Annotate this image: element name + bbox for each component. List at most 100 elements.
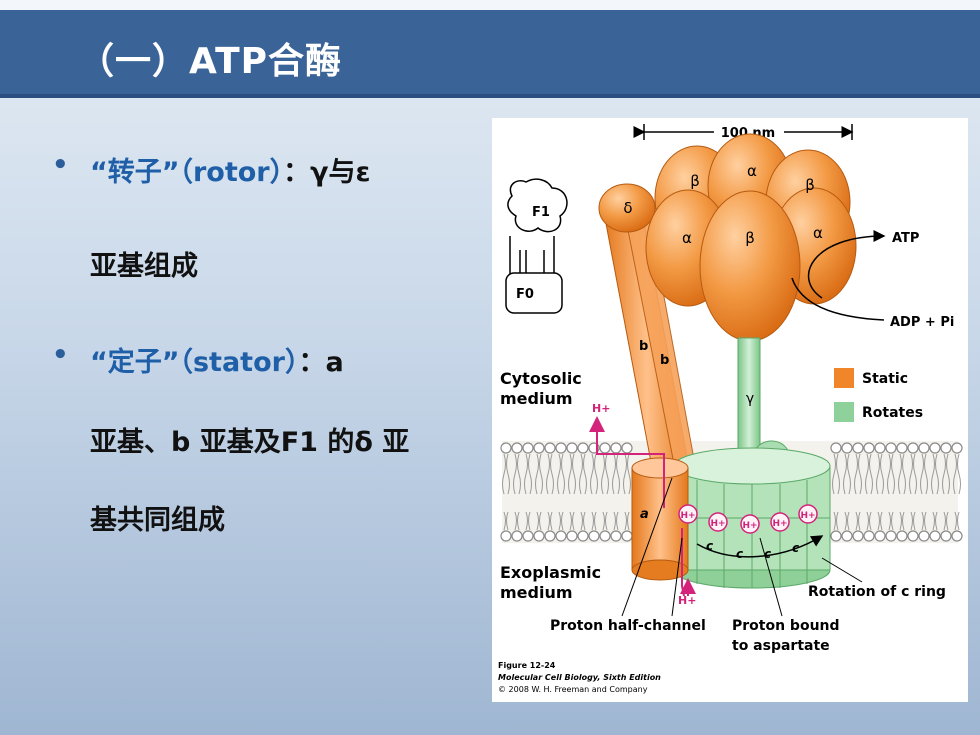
proton-top-label: H+ bbox=[592, 402, 610, 415]
lipid-head bbox=[522, 442, 534, 454]
lipid-tail bbox=[502, 453, 510, 531]
lipid-head bbox=[599, 530, 611, 542]
stator-tail: ：a bbox=[298, 347, 344, 378]
alpha-label: α bbox=[682, 229, 692, 247]
lipid-head bbox=[863, 442, 875, 454]
bullet-dot-icon: • bbox=[52, 340, 69, 370]
lipid-head bbox=[621, 442, 633, 454]
proton-label: H+ bbox=[772, 519, 787, 529]
lipid-head bbox=[566, 442, 578, 454]
half-channel-label: Proton half-channel bbox=[550, 618, 706, 634]
lipid-tail bbox=[623, 453, 631, 531]
atp-label: ATP bbox=[892, 231, 919, 246]
lipid-head bbox=[929, 530, 941, 542]
lipid-head bbox=[907, 530, 919, 542]
f1-label: F1 bbox=[532, 205, 550, 220]
bullet-dot-icon: • bbox=[52, 150, 69, 180]
lipid-tail bbox=[876, 453, 884, 531]
adp-arrow bbox=[791, 277, 885, 321]
lipid-tail bbox=[535, 453, 543, 531]
lipid-tail bbox=[590, 453, 598, 531]
lipid-head bbox=[500, 442, 512, 454]
lipid-tail bbox=[920, 453, 928, 531]
lipid-tail bbox=[909, 453, 917, 531]
exoplasmic-label-2: medium bbox=[500, 583, 573, 602]
lipid-head bbox=[951, 442, 963, 454]
c-label: c bbox=[764, 547, 771, 561]
lipid-tail bbox=[513, 453, 521, 531]
proton-label: H+ bbox=[800, 511, 815, 521]
lipid-head bbox=[841, 530, 853, 542]
a-label: a bbox=[640, 507, 649, 522]
rotation-label: Rotation of c ring bbox=[808, 584, 946, 600]
proton-label: H+ bbox=[680, 511, 695, 521]
lipid-head bbox=[874, 530, 886, 542]
atp-synthase-figure: 100 nm F1 F0 β α β δ α β α b b γ ε bbox=[492, 118, 968, 702]
lipid-head bbox=[511, 530, 523, 542]
c-label: c bbox=[736, 547, 743, 561]
stator-term: “定子”（stator） bbox=[90, 347, 299, 378]
lipid-head bbox=[896, 530, 908, 542]
bullet-list: • “转子”（rotor）：γ与ε 亚基组成 • “定子”（stator）：a … bbox=[52, 150, 472, 580]
lipid-head bbox=[544, 530, 556, 542]
proton-label: H+ bbox=[710, 519, 725, 529]
lipid-head bbox=[544, 442, 556, 454]
lipid-head bbox=[885, 530, 897, 542]
lipid-head bbox=[918, 530, 930, 542]
lipid-head bbox=[577, 442, 589, 454]
bullet-stator-line1: “定子”（stator）：a bbox=[90, 340, 344, 379]
lipid-head bbox=[533, 530, 545, 542]
beta-label: β bbox=[805, 176, 815, 194]
callout-line bbox=[821, 557, 863, 583]
alpha-label: α bbox=[813, 224, 823, 242]
figure-svg: 100 nm F1 F0 β α β δ α β α b b γ ε bbox=[498, 122, 963, 694]
cytosolic-label-2: medium bbox=[500, 389, 573, 408]
lipid-head bbox=[940, 530, 952, 542]
lipid-head bbox=[929, 442, 941, 454]
lipid-head bbox=[940, 442, 952, 454]
lipid-head bbox=[511, 442, 523, 454]
lipid-tail bbox=[931, 453, 939, 531]
lipid-tail bbox=[568, 453, 576, 531]
rotation-arrow bbox=[696, 535, 824, 558]
lipid-tail bbox=[843, 453, 851, 531]
alpha-label: α bbox=[747, 162, 757, 180]
bullet-stator-line2: 亚基、b 亚基及F1 的δ 亚 bbox=[90, 427, 410, 458]
b-label: b bbox=[639, 339, 648, 354]
lipid-head bbox=[830, 442, 842, 454]
proton-bound-label: Proton bound bbox=[732, 618, 840, 634]
lipid-head bbox=[885, 442, 897, 454]
cytosolic-label: Cytosolic bbox=[500, 369, 582, 388]
lipid-head bbox=[566, 530, 578, 542]
lipid-tail bbox=[942, 453, 950, 531]
beta-label: β bbox=[745, 229, 755, 247]
bullet-stator-line3: 基共同组成 bbox=[90, 505, 225, 536]
adp-label: ADP + Pi bbox=[890, 315, 954, 330]
proton-path bbox=[589, 416, 696, 597]
lipid-head bbox=[852, 530, 864, 542]
lipid-tail bbox=[601, 453, 609, 531]
c-label: c bbox=[706, 539, 713, 553]
lipid-head bbox=[500, 530, 512, 542]
lipid-tail bbox=[953, 453, 961, 531]
lipid-head bbox=[588, 530, 600, 542]
lipid-tail bbox=[557, 453, 565, 531]
figure-caption-book: Molecular Cell Biology, Sixth Edition bbox=[498, 673, 661, 682]
lipid-tail bbox=[579, 453, 587, 531]
lipid-head bbox=[830, 530, 842, 542]
legend-static-swatch bbox=[834, 368, 854, 388]
top-strip bbox=[0, 0, 980, 10]
lipid-tail bbox=[887, 453, 895, 531]
slide-title: （一）ATP合酶 bbox=[78, 41, 343, 82]
atp-arrow bbox=[807, 230, 886, 299]
proton-dots bbox=[678, 504, 818, 534]
gamma-label: γ bbox=[746, 391, 754, 407]
legend-rotates-swatch bbox=[834, 402, 854, 422]
lipid-tail bbox=[898, 453, 906, 531]
lipid-tail bbox=[546, 453, 554, 531]
lipid-head bbox=[951, 530, 963, 542]
bullet-rotor-line1: “转子”（rotor）：γ与ε bbox=[90, 150, 371, 189]
rotor-tail: ：γ与ε bbox=[283, 157, 371, 188]
legend: Static Rotates bbox=[834, 368, 923, 422]
figure-caption-copyright: © 2008 W. H. Freeman and Company bbox=[498, 685, 648, 694]
